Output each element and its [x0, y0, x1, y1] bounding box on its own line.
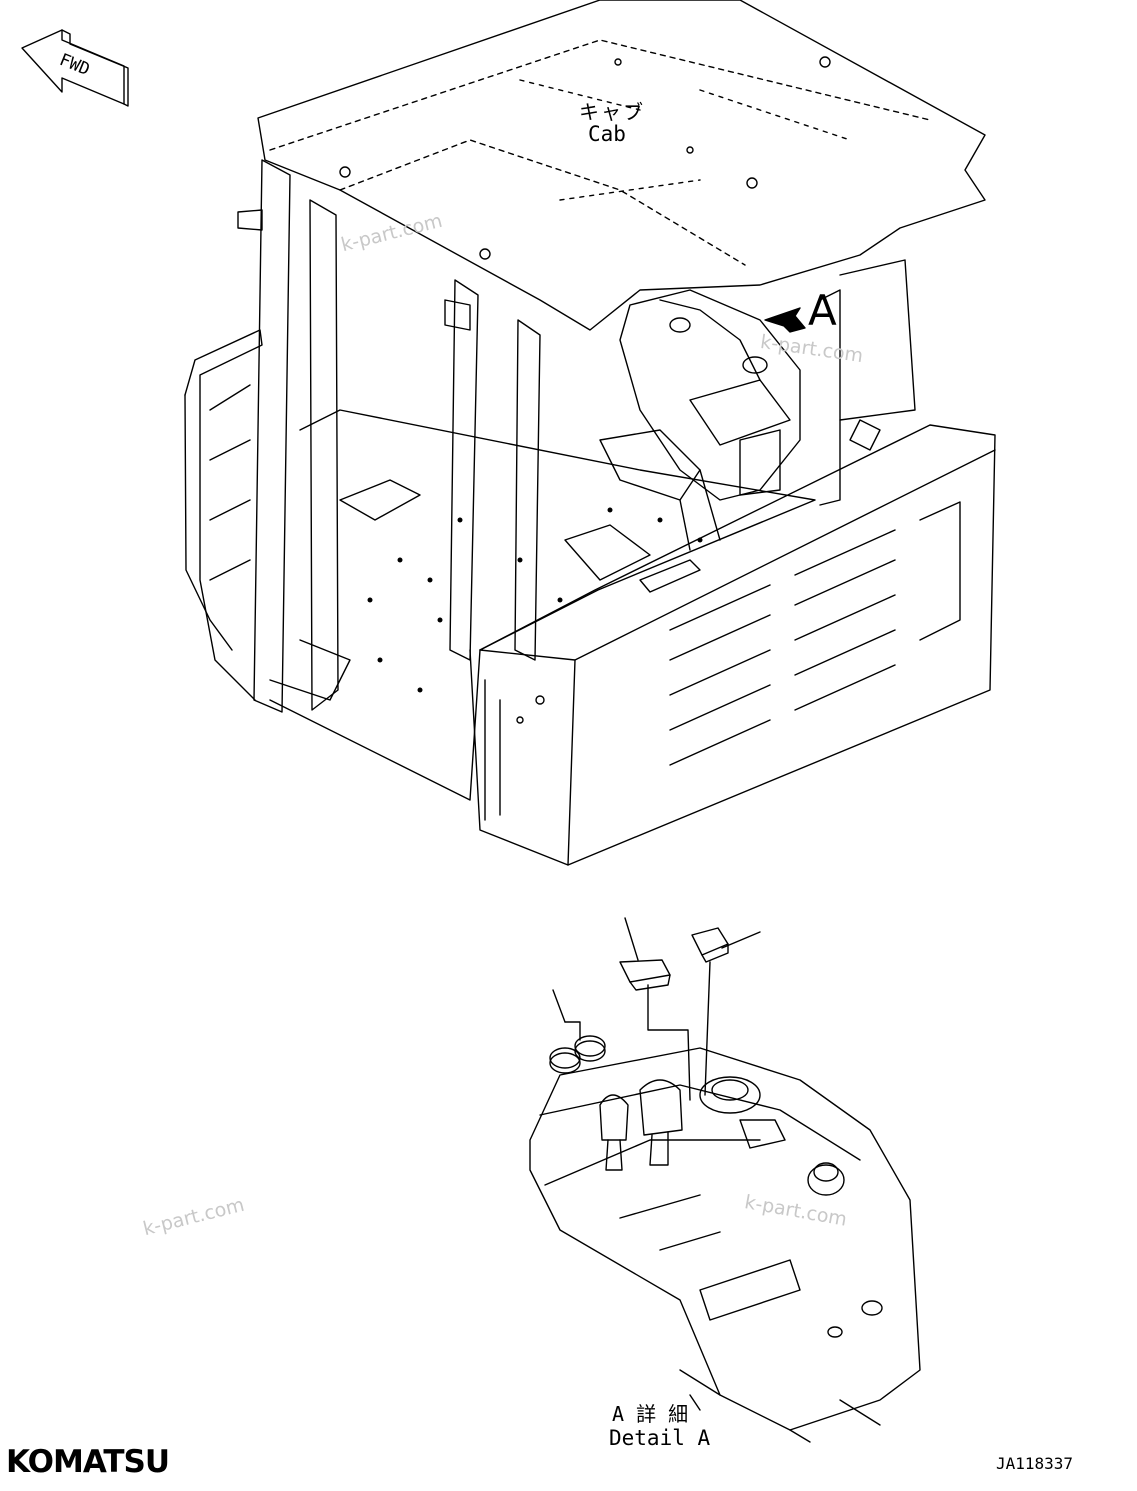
drawing-number: JA118337 — [996, 1454, 1074, 1473]
detail-label-en: Detail A — [609, 1426, 711, 1450]
cab-label-en: Cab — [588, 122, 626, 146]
cab-roof — [257, 0, 986, 331]
cab-floor — [269, 409, 816, 801]
right-console — [599, 289, 801, 551]
cab-front-pillars — [237, 159, 351, 713]
view-marker: A — [808, 286, 837, 335]
detail-label-jp: A 詳 細 — [612, 1402, 689, 1426]
detail-parts — [549, 927, 729, 1074]
cap-pair — [549, 1035, 606, 1074]
cab-right-rear-wall — [819, 259, 916, 506]
cab-rear-pillars — [444, 279, 541, 661]
shift-knob-1 — [599, 1094, 629, 1141]
brand-logo: KOMATSU — [6, 1444, 170, 1480]
cover-plate — [619, 959, 671, 983]
rear-body — [469, 424, 996, 866]
detail-console — [529, 1047, 921, 1443]
shift-knob-2 — [639, 1079, 683, 1136]
view-arrow-icon — [764, 307, 806, 333]
small-cover — [691, 927, 729, 956]
cab-left-frame — [184, 329, 263, 701]
leader-lines — [552, 917, 761, 1101]
fwd-arrow-icon — [21, 29, 129, 107]
cab-label-jp: キャブ — [579, 100, 645, 124]
